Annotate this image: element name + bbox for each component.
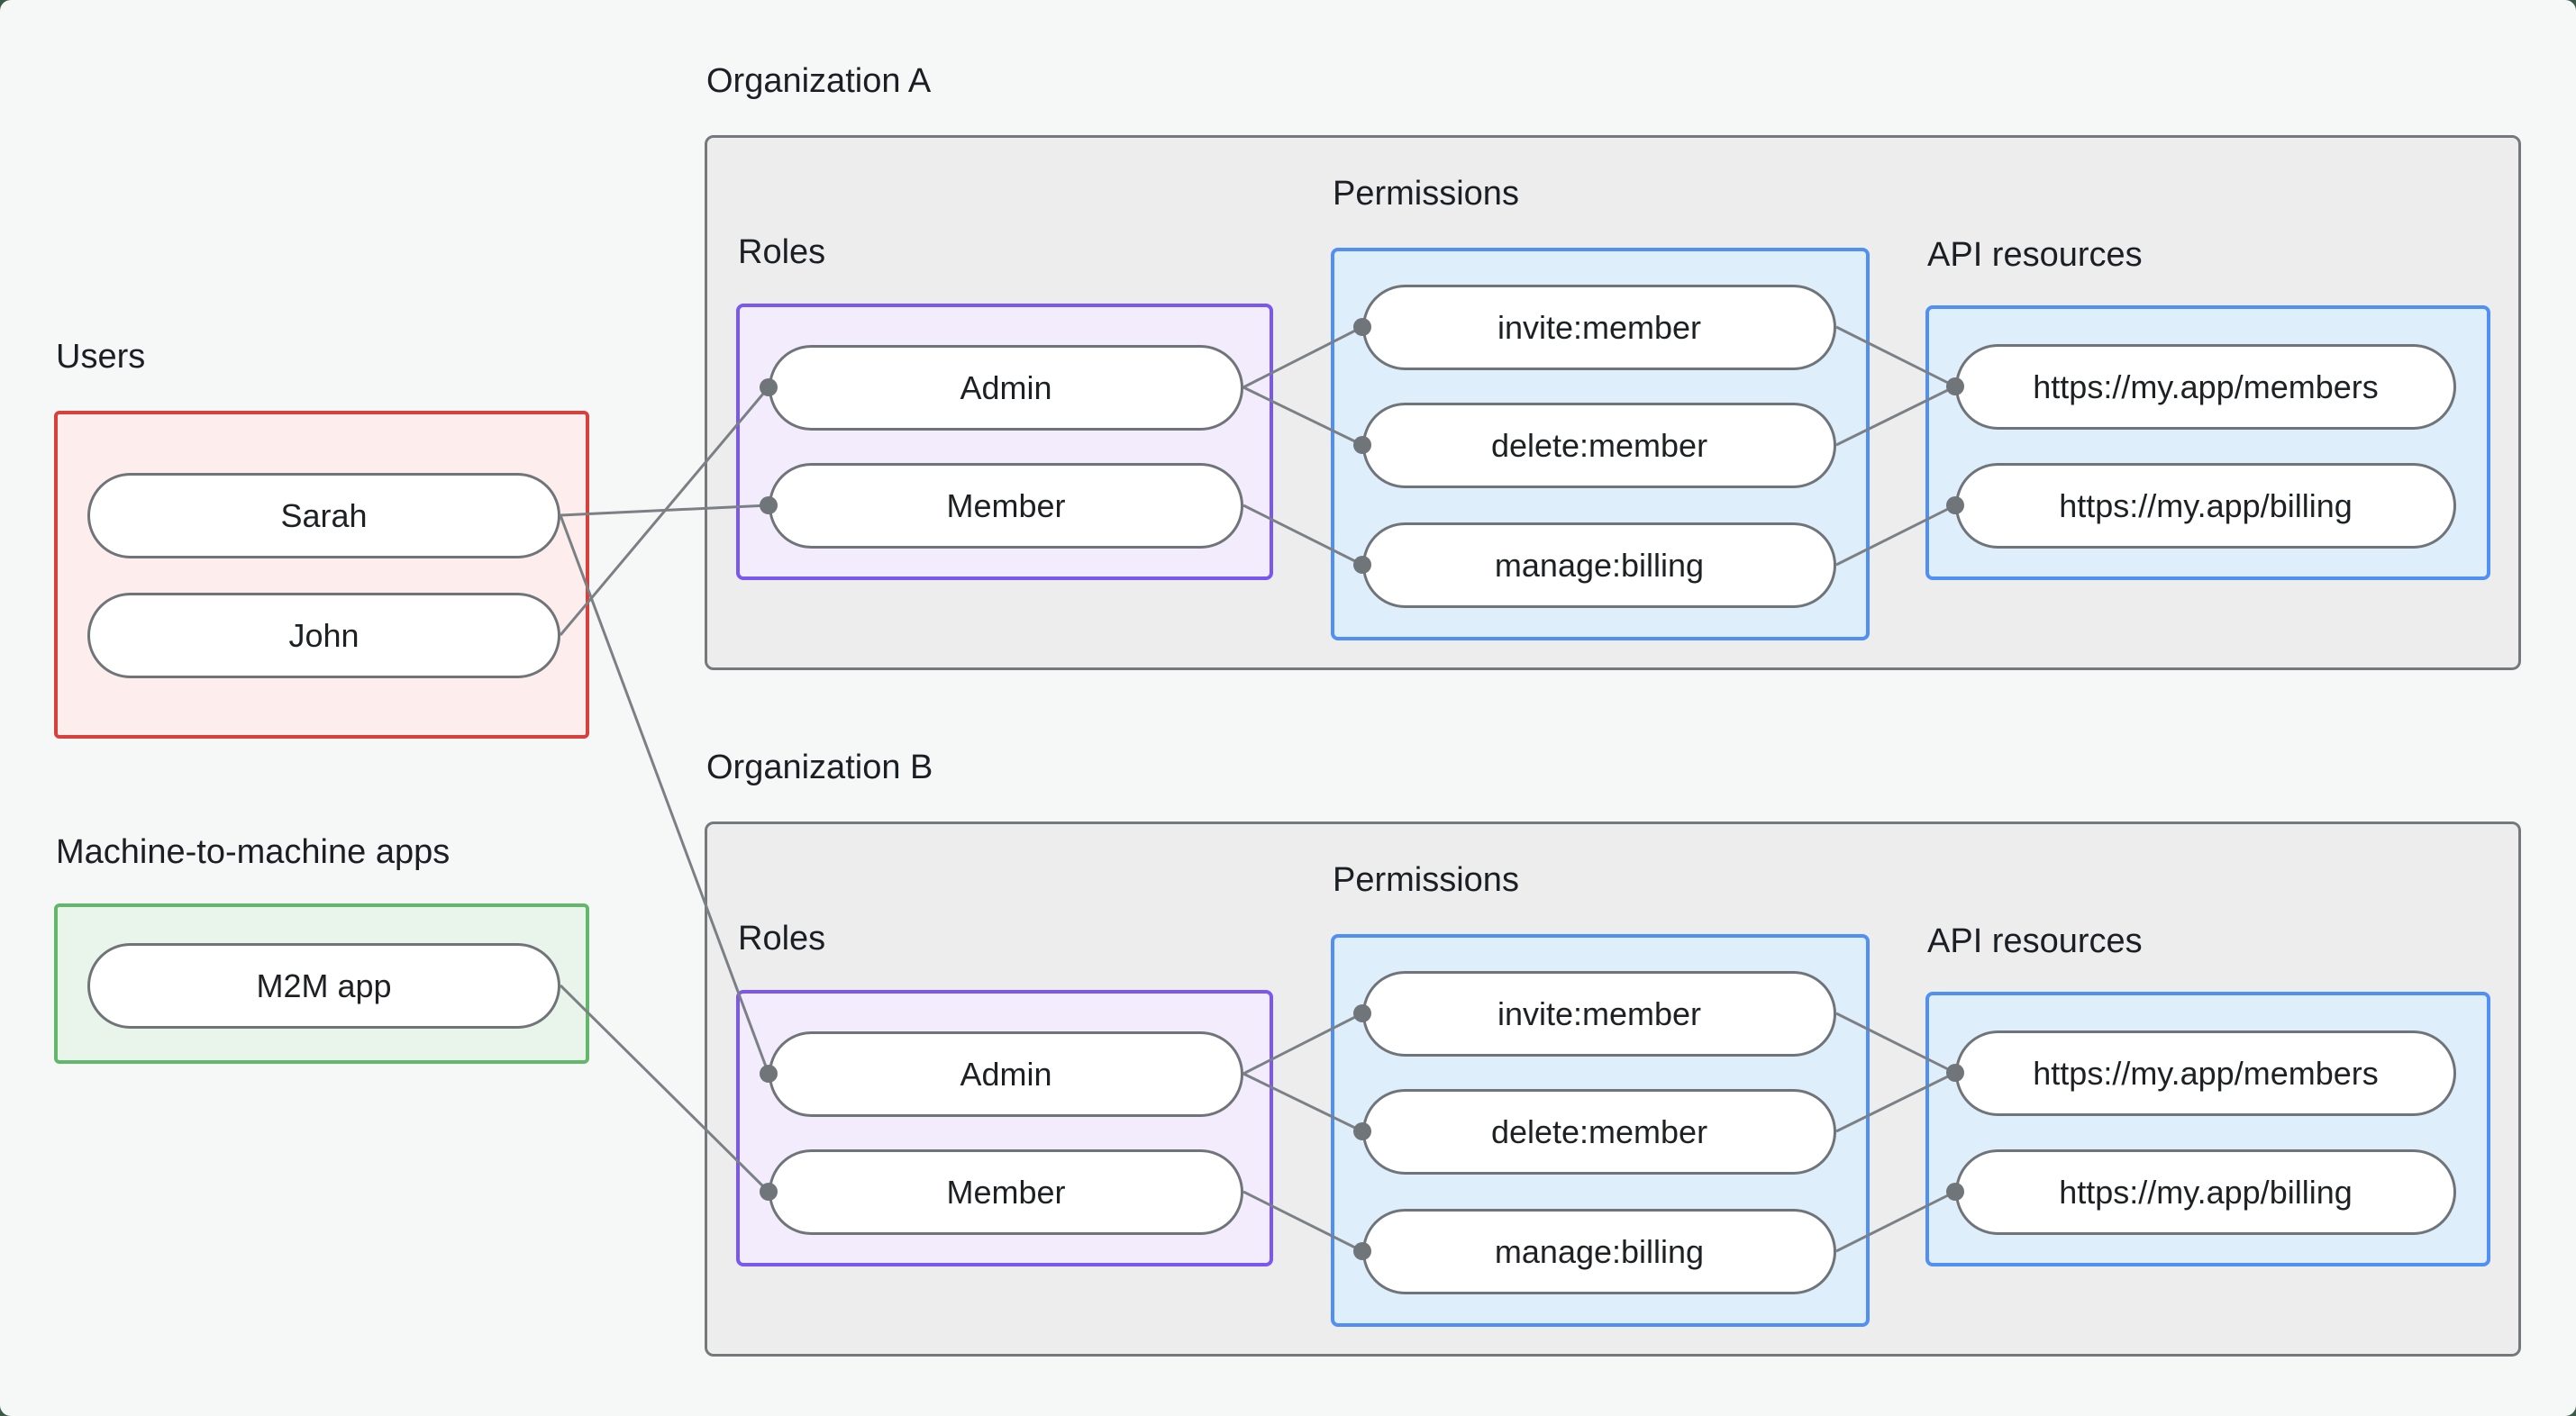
users-group-label: Users [56, 338, 146, 376]
org-a-api-label: API resources [1927, 236, 2143, 274]
org-b-label: Organization B [706, 749, 933, 786]
user-node-john: John [87, 593, 560, 678]
org-a-roles-label: Roles [738, 233, 826, 271]
users-group-box [54, 411, 589, 739]
org-a-permission-delete-member: delete:member [1362, 403, 1836, 488]
org-b-role-member: Member [769, 1149, 1243, 1235]
m2m-group-label: Machine-to-machine apps [56, 833, 451, 871]
org-b-permission-delete-member: delete:member [1362, 1089, 1836, 1175]
org-a-label: Organization A [706, 62, 932, 100]
org-b-api-label: API resources [1927, 922, 2143, 960]
org-a-api-members: https://my.app/members [1955, 344, 2456, 430]
org-b-permission-invite-member: invite:member [1362, 971, 1836, 1057]
user-node-sarah: Sarah [87, 473, 560, 558]
org-a-permissions-label: Permissions [1333, 175, 1519, 213]
org-b-api-billing: https://my.app/billing [1955, 1149, 2456, 1235]
org-a-role-member: Member [769, 463, 1243, 549]
org-b-permission-manage-billing: manage:billing [1362, 1209, 1836, 1294]
org-a-permission-manage-billing: manage:billing [1362, 522, 1836, 608]
m2m-app-node: M2M app [87, 943, 560, 1029]
org-a-permission-invite-member: invite:member [1362, 285, 1836, 370]
org-b-permissions-label: Permissions [1333, 861, 1519, 899]
org-a-api-billing: https://my.app/billing [1955, 463, 2456, 549]
org-b-role-admin: Admin [769, 1031, 1243, 1117]
org-b-api-members: https://my.app/members [1955, 1030, 2456, 1116]
org-b-roles-label: Roles [738, 920, 826, 958]
org-a-role-admin: Admin [769, 345, 1243, 431]
